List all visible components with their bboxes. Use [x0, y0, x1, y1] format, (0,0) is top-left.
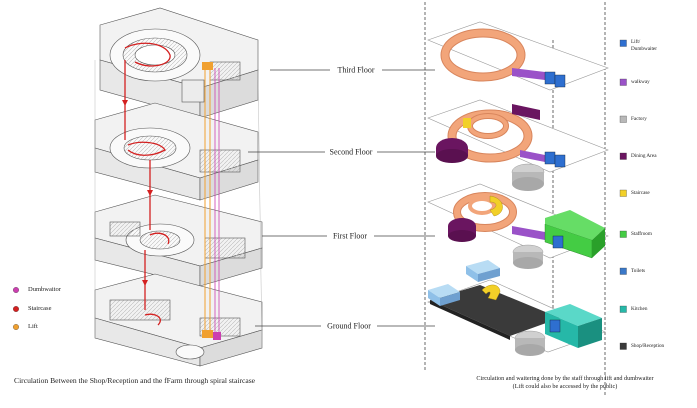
- plate-second-floor: [427, 99, 609, 191]
- left-legend-swatches: [13, 287, 19, 330]
- right-legend-swatches: [619, 39, 627, 350]
- factory-block-second: [511, 163, 545, 191]
- staircase-legend-icon: [13, 306, 19, 312]
- legend-label-dining-area: Dining Area: [631, 153, 657, 159]
- toilets-blocks-ground: [428, 260, 500, 306]
- plate-first-floor: [427, 183, 609, 269]
- legend-label-toilets: Toilets: [631, 268, 646, 274]
- legend-label-kitchen: Kitchen: [631, 306, 648, 312]
- legend-label-shop-reception: Shop/Reception: [631, 343, 665, 349]
- legend-label-dumbwaitor: Dumbwaitor: [28, 286, 61, 293]
- plate-third-floor: [427, 21, 609, 91]
- plate-ground-floor: [427, 260, 606, 356]
- building-second-floor: [94, 102, 259, 201]
- lift-shaft: [202, 62, 213, 338]
- staircase-icon: [619, 189, 627, 197]
- shop-reception-block: [430, 285, 560, 336]
- lift-block-third: [544, 71, 566, 88]
- staircase-arrows: [122, 100, 153, 286]
- dumbwaiter-shaft: [213, 68, 221, 340]
- floor-label-second: Second Floor: [329, 147, 373, 157]
- factory-block-ground: [514, 330, 546, 356]
- legend-label-lift: Lift: [28, 323, 38, 330]
- caption-left: Circulation Between the Shop/Reception a…: [14, 376, 256, 385]
- connector-lines: [248, 69, 435, 327]
- legend-label-staircase: Staircase: [28, 305, 52, 312]
- toilets-icon: [619, 267, 627, 275]
- dining-area-icon: [619, 152, 627, 160]
- building-ground-floor: [94, 273, 263, 367]
- building-first-floor: [94, 194, 263, 287]
- kitchen-icon: [619, 305, 627, 313]
- walkway-icon: [619, 78, 627, 86]
- caption-right-line2: (Lift could also be accessed by the publ…: [512, 383, 618, 390]
- legend-label-factory: Factory: [631, 116, 647, 122]
- dumbwaitor-legend-icon: [13, 287, 19, 293]
- floor-label-first: First Floor: [332, 231, 368, 241]
- legend-label-staircase-r: Staircase: [631, 190, 650, 196]
- caption-right-line1: Circulation and waitering done by the st…: [476, 375, 654, 382]
- dining-block-second-a: [512, 104, 540, 120]
- staircase-block-first: [489, 195, 503, 217]
- walkway-third: [512, 68, 545, 80]
- building-axonometric: [94, 7, 263, 367]
- factory-block-first: [512, 244, 544, 269]
- staffroom-icon: [619, 230, 627, 238]
- lift-legend-icon: [13, 324, 19, 330]
- legend-label-walkway: walkway: [631, 79, 650, 85]
- floor-label-ground: Ground Floor: [327, 321, 371, 331]
- floor-label-third: Third Floor: [337, 65, 375, 75]
- legend-label-lift-dumbwaiter: Lift/ Dumbwaiter: [631, 39, 657, 52]
- caption-right: Circulation and waitering done by the st…: [440, 375, 690, 391]
- legend-label-staffroom: Staffroom: [631, 231, 652, 237]
- building-third-floor: [99, 7, 259, 119]
- staircase-block-ground: [481, 284, 501, 301]
- shop-reception-icon: [619, 342, 627, 350]
- factory-icon: [619, 115, 627, 123]
- lift-dumbwaiter-icon: [619, 39, 627, 47]
